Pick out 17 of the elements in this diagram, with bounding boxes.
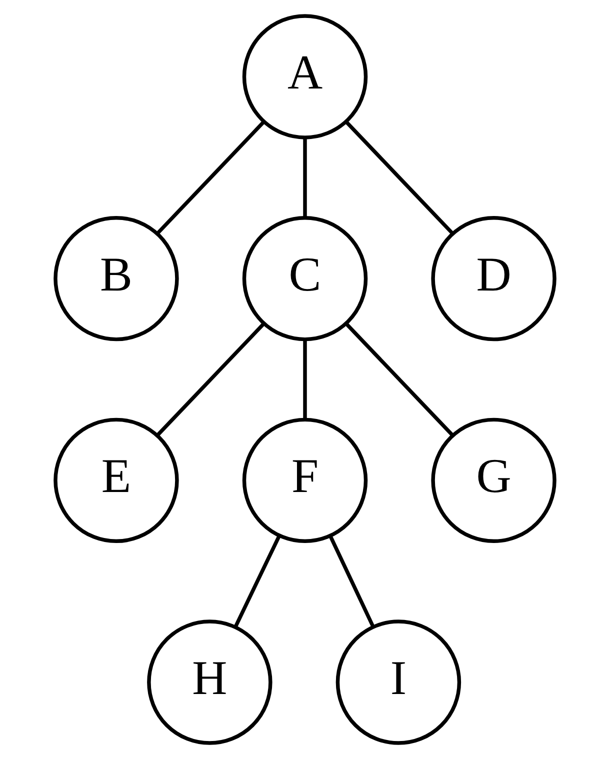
connector [344, 322, 454, 436]
node-circle: H [147, 620, 272, 745]
connector [303, 138, 307, 218]
connector [156, 120, 266, 234]
node-circle: I [336, 620, 462, 745]
node-circle: F [242, 418, 368, 544]
node-circle: E [54, 418, 179, 544]
connector [328, 535, 375, 628]
connector [156, 322, 266, 436]
node-circle: B [54, 216, 179, 342]
node-circle: D [431, 216, 556, 342]
node-circle: A [242, 14, 368, 140]
connector [344, 120, 454, 234]
node-circle: G [431, 418, 556, 544]
connector [303, 339, 307, 420]
node-circle: C [242, 216, 368, 342]
connector [234, 535, 281, 628]
